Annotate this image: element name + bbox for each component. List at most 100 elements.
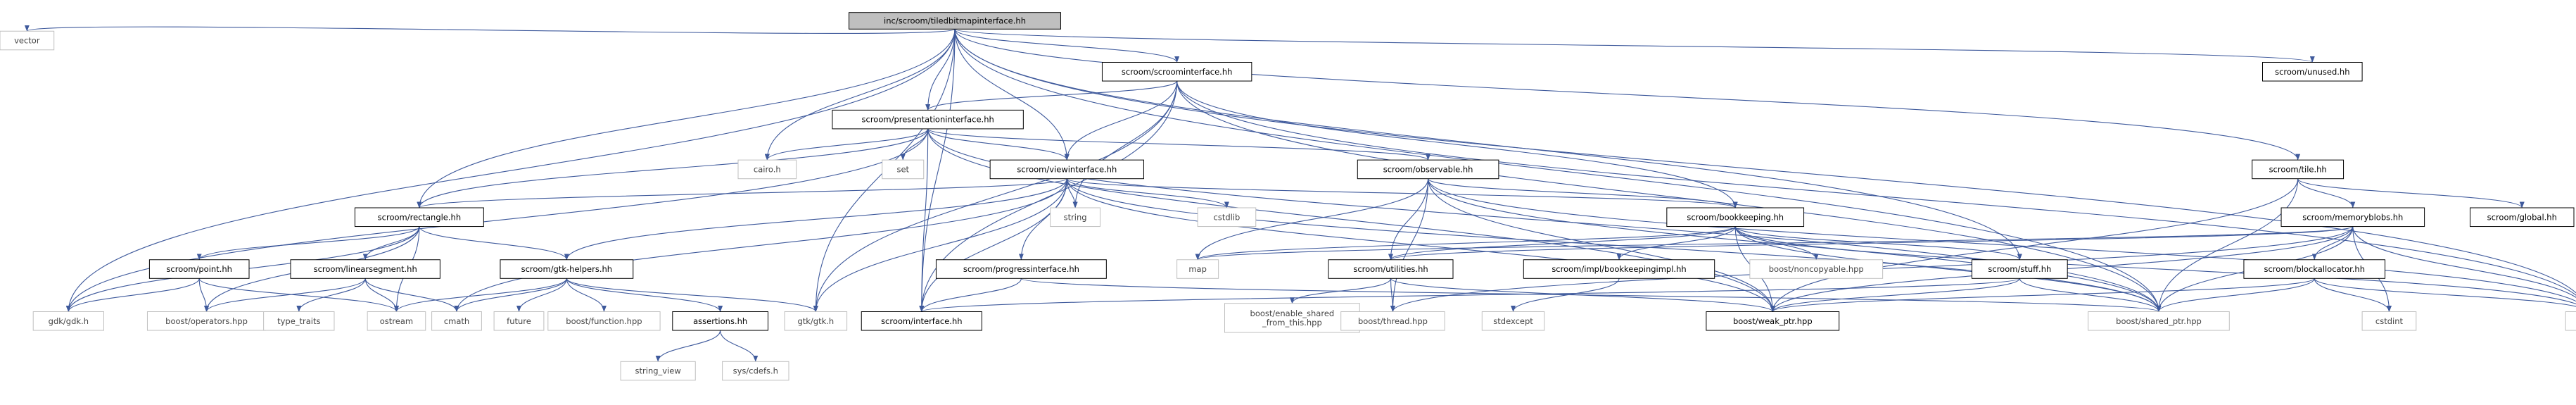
node-weakptr[interactable]: boost/weak_ptr.hpp [1706, 311, 1840, 331]
node-gtkhelpers[interactable]: scroom/gtk-helpers.hh [500, 259, 634, 279]
node-box-presentationinterface [832, 109, 1024, 130]
node-rectangle[interactable]: scroom/rectangle.hh [354, 207, 484, 228]
node-box-vector [0, 30, 55, 51]
edge-root-to-cairo [764, 29, 956, 161]
node-label-operators: boost/operators.hpp [165, 316, 248, 326]
node-box-assertions [672, 311, 768, 331]
node-operators: boost/operators.hpp [146, 311, 267, 331]
node-observable[interactable]: scroom/observable.hh [1357, 159, 1499, 180]
edge-linearsegment-to-ostream [364, 278, 399, 312]
edge-gtkhelpers-to-function [566, 278, 607, 312]
edge-root-to-sharedptr [954, 29, 2162, 312]
node-box-function [547, 311, 661, 331]
node-label-interface: scroom/interface.hh [881, 316, 962, 326]
node-gdk: gdk/gdk.h [32, 311, 105, 331]
node-memoryblobs[interactable]: scroom/memoryblobs.hh [2280, 207, 2425, 228]
node-box-linearsegment [290, 259, 440, 279]
edge-viewinterface-to-gtkhelpers [564, 178, 1067, 261]
edge-bookkeeping-to-utilities [1388, 226, 1736, 261]
node-tile[interactable]: scroom/tile.hh [2252, 159, 2345, 180]
node-box-tile [2252, 159, 2345, 180]
edge-blockallocator-to-list [2314, 278, 2576, 307]
node-label-function: boost/function.hpp [566, 316, 642, 326]
edge-viewinterface-to-gtk [813, 178, 1067, 312]
node-viewinterface[interactable]: scroom/viewinterface.hh [989, 159, 1144, 180]
node-blockallocator[interactable]: scroom/blockallocator.hh [2243, 259, 2386, 279]
node-sharedptr: boost/shared_ptr.hpp [2088, 311, 2230, 331]
node-box-interface [861, 311, 982, 331]
node-stdexcept: stdexcept [1481, 311, 1545, 331]
edge-viewinterface-to-weakptr [1066, 178, 1775, 312]
node-utilities[interactable]: scroom/utilities.hh [1328, 259, 1454, 279]
node-box-bookkeepingimpl [1523, 259, 1715, 279]
node-interface[interactable]: scroom/interface.hh [861, 311, 982, 331]
edge-gtkhelpers-to-assertions [566, 278, 723, 312]
node-presentationinterface[interactable]: scroom/presentationinterface.hh [832, 109, 1024, 130]
edge-assertions-to-stringview [655, 330, 721, 362]
node-cstdint: cstdint [2361, 311, 2417, 331]
node-set: set [882, 159, 925, 180]
node-stringview: string_view [620, 361, 696, 381]
node-label-viewinterface: scroom/viewinterface.hh [1017, 164, 1117, 174]
node-label-set: set [896, 164, 909, 174]
node-box-stringview [620, 361, 696, 381]
node-label-future: future [507, 316, 531, 326]
edge-viewinterface-to-rectangle [417, 178, 1067, 208]
node-layer: inc/scroom/tiledbitmapinterface.hh vector… [0, 12, 2576, 381]
node-box-cstdlib [1197, 207, 1257, 228]
node-box-noncopyable [1749, 259, 1884, 279]
node-box-scroominterface [1101, 62, 1252, 82]
node-map: map [1176, 259, 1219, 279]
edge-scroominterface-to-gtk [813, 81, 1178, 312]
edge-bookkeeping-to-map [1195, 226, 1736, 261]
node-linearsegment[interactable]: scroom/linearsegment.hh [290, 259, 440, 279]
edge-rectangle-to-point [196, 226, 420, 261]
edge-memoryblobs-to-blockallocator [2311, 226, 2354, 261]
node-label-stringview: string_view [635, 366, 681, 376]
node-label-enableshared: boost/enable_shared [1250, 309, 1335, 318]
node-box-stuff [1972, 259, 2068, 279]
node-box-list [2565, 311, 2576, 331]
edge-presentationinterface-to-interface [919, 128, 929, 312]
node-progressinterface[interactable]: scroom/progressinterface.hh [935, 259, 1107, 279]
node-stuff[interactable]: scroom/stuff.hh [1972, 259, 2068, 279]
edge-linearsegment-to-typetraits [296, 278, 366, 312]
edge-tile-to-sharedptr [2156, 178, 2299, 312]
node-label-noncopyable: boost/noncopyable.hpp [1769, 264, 1864, 274]
node-label-bookkeepingimpl: scroom/impl/bookkeepingimpl.hh [1552, 264, 1686, 274]
node-bookkeeping[interactable]: scroom/bookkeeping.hh [1666, 207, 1805, 228]
node-box-memoryblobs [2280, 207, 2425, 228]
node-label-observable: scroom/observable.hh [1383, 164, 1473, 174]
edge-gtkhelpers-to-gtk [566, 278, 818, 312]
node-assertions[interactable]: assertions.hh [672, 311, 768, 331]
node-label-thread: boost/thread.hpp [1358, 316, 1428, 326]
edge-presentationinterface-to-gdk [65, 128, 929, 312]
node-box-string [1050, 207, 1100, 228]
edge-presentationinterface-to-viewinterface [927, 128, 1070, 161]
edge-memoryblobs-to-map [1195, 226, 2354, 261]
node-box-cmath [431, 311, 482, 331]
node-scroominterface[interactable]: scroom/scroominterface.hh [1101, 62, 1252, 82]
node-point[interactable]: scroom/point.hh [148, 259, 250, 279]
node-label-vector: vector [14, 36, 40, 46]
node-box-global [2470, 207, 2575, 228]
edge-progressinterface-to-interface [919, 278, 1022, 312]
node-bookkeepingimpl[interactable]: scroom/impl/bookkeepingimpl.hh [1523, 259, 1715, 279]
node-label-bookkeeping: scroom/bookkeeping.hh [1687, 212, 1784, 222]
node-global[interactable]: scroom/global.hh [2470, 207, 2575, 228]
node-cmath: cmath [431, 311, 482, 331]
node-label-cairo: cairo.h [754, 164, 781, 174]
edge-root-to-unused [954, 28, 2315, 63]
edge-scroominterface-to-string [1072, 81, 1178, 208]
node-label-cmath: cmath [444, 316, 469, 326]
edge-scroominterface-to-list [1176, 81, 2576, 297]
edge-observable-to-utilities [1388, 178, 1429, 261]
node-label-root: inc/scroom/tiledbitmapinterface.hh [884, 16, 1026, 26]
node-unused[interactable]: scroom/unused.hh [2262, 62, 2363, 82]
node-root[interactable]: inc/scroom/tiledbitmapinterface.hh [849, 12, 1061, 30]
edge-blockallocator-to-weakptr [1770, 278, 2315, 312]
node-box-cairo [737, 159, 797, 180]
edge-presentationinterface-to-sharedptr [927, 128, 2162, 312]
node-box-unused [2262, 62, 2363, 82]
node-label-sharedptr: boost/shared_ptr.hpp [2116, 316, 2202, 326]
